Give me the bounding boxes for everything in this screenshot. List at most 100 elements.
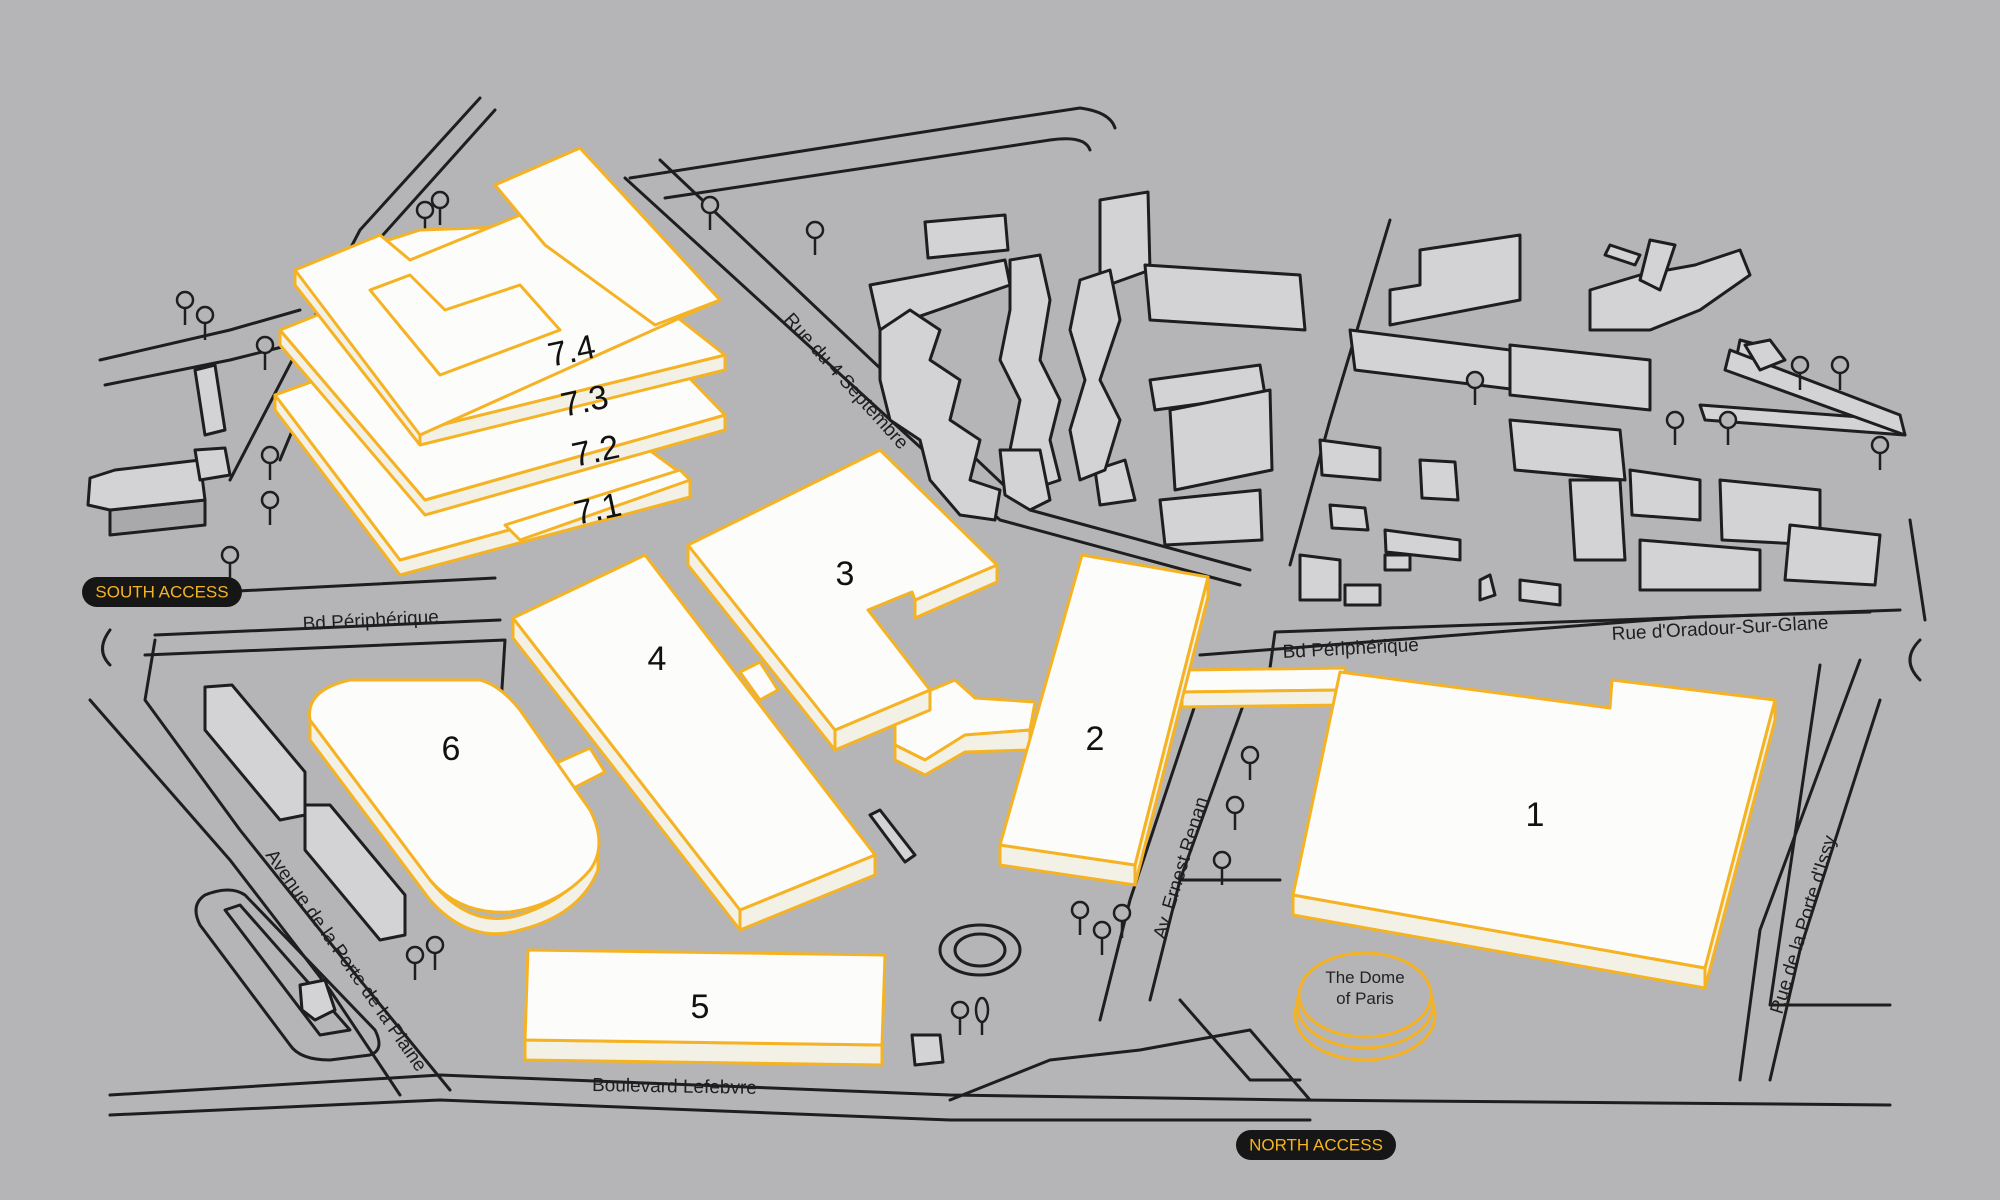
road-bd-peripherique-west-b [153, 618, 502, 637]
hall-7-complex [273, 146, 727, 577]
building-east-3 [1508, 343, 1652, 412]
dome-of-paris: The Dome of Paris [1293, 951, 1437, 1062]
tree [700, 195, 720, 230]
hall-3-top [686, 448, 999, 732]
building-east-24 [1723, 348, 1907, 437]
hall-7-4-north [493, 146, 722, 327]
tree [175, 290, 195, 325]
road-avenue-porte-plaine-b [88, 698, 402, 1097]
road-east-frame [1768, 663, 1892, 1007]
north-access-label: NORTH ACCESS [1249, 1135, 1383, 1154]
building-east-16 [1383, 528, 1462, 562]
building-west-3 [193, 363, 227, 437]
building-north-7 [1158, 488, 1264, 547]
road-north-curve-2 [663, 137, 1092, 200]
building-east-19 [1383, 553, 1412, 572]
tree [805, 220, 825, 255]
tree [1830, 355, 1850, 390]
tree [220, 545, 240, 580]
hall-6-side [308, 718, 600, 936]
building-east-17 [1418, 458, 1460, 502]
building-east-18 [1328, 503, 1370, 532]
building-east-15 [1318, 438, 1382, 482]
hall-2-label: 2 [1086, 720, 1105, 758]
road-east-arc [1908, 638, 1922, 682]
building-south-small [298, 978, 337, 1022]
road-av-ernest-renan-b [1098, 688, 1202, 1022]
hall-5-label: 5 [691, 988, 710, 1026]
tree [415, 200, 435, 235]
hall-2-top [998, 553, 1210, 867]
building-east-21 [1343, 583, 1382, 607]
south-access-label: SOUTH ACCESS [95, 582, 228, 601]
hall-3-label: 3 [836, 555, 855, 593]
hall-7-4-inner [368, 273, 562, 377]
street-label-boulevard-lefebvre: Boulevard Lefebvre [592, 1075, 757, 1099]
tree [260, 445, 280, 480]
building-serpentine-4 [998, 448, 1052, 512]
road-rue-porte-issy-b [1738, 658, 1862, 1082]
building-mid-small [868, 808, 917, 864]
tree [260, 490, 280, 525]
building-west-1-top [86, 458, 207, 512]
tree [430, 190, 450, 225]
hall-7-1-wing [503, 468, 692, 542]
building-serpentine-1 [878, 308, 1002, 522]
building-east-5 [1638, 238, 1677, 292]
tree [425, 935, 445, 970]
road-south-branch [948, 1028, 1312, 1102]
hall-4-label: 4 [648, 640, 667, 678]
hall-1-label: 1 [1526, 796, 1545, 834]
walkway-2-1 [1180, 666, 1347, 694]
road-west-branch [98, 308, 302, 362]
building-east-9 [1508, 418, 1627, 482]
tree [950, 1000, 970, 1035]
road-boulevard-lefebvre-b [108, 1098, 1312, 1122]
road-boulevard-lefebvre-a [108, 1073, 1892, 1107]
building-east-22 [1478, 573, 1497, 602]
building-row-west-2 [303, 803, 407, 942]
hall-4-top [511, 553, 877, 912]
road-bd-peripherique-east [1268, 608, 1902, 670]
tree [1070, 900, 1090, 935]
city-blocks [86, 190, 1907, 1067]
dome-label-line2: of Paris [1336, 989, 1394, 1008]
hall-1 [1291, 670, 1777, 990]
south-access-badge: SOUTH ACCESS [82, 577, 242, 607]
road-north-curve [628, 106, 1117, 180]
road-rue-4-septembre-a [623, 176, 1242, 587]
road-network [88, 96, 1927, 1122]
building-east-1 [1388, 233, 1522, 327]
road-loop-west-inner [223, 903, 352, 1037]
hall-4 [511, 553, 877, 932]
tree [1240, 745, 1260, 780]
building-east-20 [1298, 553, 1342, 602]
hall-3 [686, 448, 999, 752]
tree [1465, 370, 1485, 405]
road-north-vertical [1288, 218, 1392, 567]
building-north-4 [1143, 263, 1307, 332]
building-north-6 [1168, 388, 1274, 492]
dome-top [1297, 951, 1433, 1039]
hall-2 [998, 553, 1210, 887]
building-serpentine-2 [998, 253, 1062, 492]
north-access-badge: NORTH ACCESS [1236, 1130, 1396, 1160]
south-access-pill [82, 577, 242, 607]
hall-5 [523, 948, 887, 1067]
tree [405, 945, 425, 980]
tree [1112, 903, 1132, 938]
building-east-23 [1518, 578, 1562, 607]
road-loop-west [194, 888, 381, 1062]
road-rue-porte-issy-a [1768, 698, 1882, 1082]
tree [255, 335, 275, 370]
building-south-small-2 [910, 1033, 945, 1067]
tree [1092, 920, 1112, 955]
tree [1790, 355, 1810, 390]
roundabout-inner [953, 932, 1007, 968]
dome-label-line1: The Dome [1325, 968, 1404, 987]
building-east-6 [1603, 243, 1642, 267]
walkway-4-3 [738, 660, 780, 702]
building-east-10 [1568, 478, 1627, 562]
